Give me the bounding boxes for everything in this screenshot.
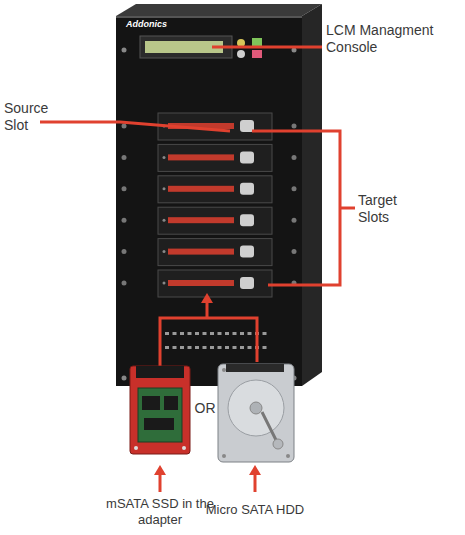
bay-latch [240, 183, 254, 195]
bolt [122, 48, 127, 53]
bay-slot [168, 217, 234, 223]
bay-latch [240, 214, 254, 226]
vent-hole [188, 332, 192, 335]
vent-hole [218, 332, 222, 335]
arrow-head [201, 293, 213, 303]
callout-label: Target Slots [358, 192, 428, 226]
vent-hole [180, 332, 184, 335]
vent-hole [180, 346, 184, 349]
bay-led [163, 282, 166, 285]
callout-label: Source Slot [4, 100, 66, 134]
drive-bay [158, 176, 272, 203]
bolt [292, 155, 297, 160]
button [252, 38, 262, 46]
msata-adapter [130, 366, 190, 454]
leader-line [160, 318, 257, 366]
vent-hole [218, 346, 222, 349]
bay-slot [168, 280, 234, 286]
leader-line [212, 46, 322, 49]
bay-latch [240, 151, 254, 163]
bay-led [163, 156, 166, 159]
vent-hole [188, 346, 192, 349]
button [237, 50, 245, 58]
vent-hole [203, 346, 207, 349]
bay-led [163, 250, 166, 253]
bolt [122, 281, 127, 286]
vent-hole [173, 332, 177, 335]
leader-lines [40, 47, 355, 492]
drive-bay [158, 239, 272, 266]
drive-bay [158, 144, 272, 171]
drive-bays [122, 113, 297, 297]
vent-hole [248, 346, 252, 349]
drive-bay [158, 270, 272, 297]
vent-hole [225, 346, 229, 349]
bolt [122, 155, 127, 160]
vent-hole [210, 346, 214, 349]
vent-hole [233, 332, 237, 335]
bay-led [163, 219, 166, 222]
vent-hole [165, 346, 169, 349]
lcd-screen [145, 41, 223, 53]
tower-top [116, 4, 322, 16]
bay-slot [168, 249, 234, 255]
vent-hole [195, 346, 199, 349]
vent-hole [248, 332, 252, 335]
vent-hole [240, 332, 244, 335]
hdd [218, 364, 294, 462]
bay-latch [240, 120, 254, 132]
bay-slot [168, 154, 234, 160]
vent-hole [203, 332, 207, 335]
tower-front [116, 16, 302, 386]
tower-edge [116, 16, 302, 18]
bolt [292, 124, 297, 129]
vent-hole [263, 332, 267, 335]
bay-slot [168, 186, 234, 192]
bolt [292, 249, 297, 254]
bay-latch [240, 246, 254, 258]
vent-hole [233, 346, 237, 349]
bolt [292, 186, 297, 191]
vent-hole [173, 346, 177, 349]
tower-side [302, 4, 322, 386]
bolt [122, 376, 127, 381]
or-label: OR [190, 400, 220, 417]
bolt [122, 186, 127, 191]
button [252, 50, 262, 58]
arrow-head [249, 465, 261, 475]
brand-logo: Addonics [126, 19, 206, 30]
vent-hole [225, 332, 229, 335]
bay-latch [240, 277, 254, 289]
bracket [252, 131, 340, 285]
vent-hole [195, 332, 199, 335]
bolt [292, 218, 297, 223]
arrow-head [154, 465, 166, 475]
leader-line [40, 122, 230, 131]
vents [165, 332, 267, 349]
vent-hole [165, 332, 169, 335]
device-label: mSATA SSD in the adapter [105, 496, 215, 528]
drive-bay [158, 207, 272, 234]
vent-hole [210, 332, 214, 335]
bolt [122, 124, 127, 129]
callout-label: LCM Managment Console [326, 22, 456, 56]
vent-hole [263, 346, 267, 349]
leader-line [340, 207, 355, 210]
vent-hole [240, 346, 244, 349]
device-label: Micro SATA HDD [200, 502, 310, 518]
bolt [122, 249, 127, 254]
bay-led [163, 187, 166, 190]
bolt [122, 218, 127, 223]
